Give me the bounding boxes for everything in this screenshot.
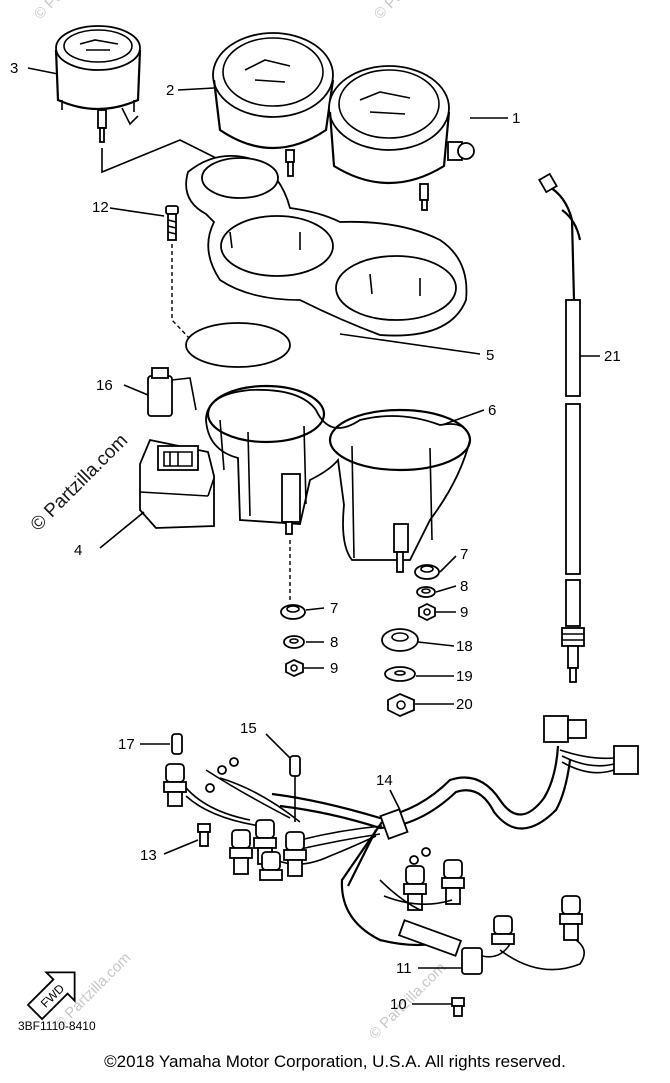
callout-6: 6 — [488, 402, 496, 419]
callout-13: 13 — [140, 847, 157, 864]
callout-15: 15 — [240, 720, 257, 737]
callout-11: 11 — [396, 960, 412, 977]
screw-12 — [165, 205, 179, 241]
gauge-medium — [212, 32, 335, 177]
callout-12: 12 — [92, 199, 109, 216]
control-unit-4 — [139, 438, 215, 529]
callout-labels: 3 2 1 12 5 21 16 6 4 7 8 9 7 8 9 18 19 2… — [10, 60, 621, 1013]
callout-8: 8 — [330, 634, 338, 651]
gauge-large — [328, 65, 475, 211]
faint-watermark: © Partzilla.com — [371, 0, 454, 23]
part-code: 3BF1110-8410 — [18, 1019, 96, 1033]
faint-watermark: © Partzilla.com — [31, 0, 114, 23]
socket-cluster-right — [379, 847, 465, 911]
callout-5: 5 — [486, 347, 494, 364]
socket-far-right — [491, 895, 585, 971]
connector-11 — [397, 919, 511, 975]
fastener-stack-left — [280, 540, 306, 677]
screw-10 — [451, 997, 465, 1017]
fastener-stack-right — [381, 564, 440, 717]
callout-4: 4 — [74, 542, 82, 559]
callout-1: 1 — [512, 110, 520, 127]
gauge-small — [54, 25, 142, 143]
callout-8: 8 — [460, 578, 468, 595]
speedometer-cable-21 — [538, 172, 585, 683]
callout-2: 2 — [166, 82, 174, 99]
callout-7: 7 — [460, 546, 468, 563]
socket-cluster-left — [229, 819, 307, 881]
callout-17: 17 — [118, 736, 135, 753]
wire-harness-14 — [179, 715, 639, 947]
callout-19: 19 — [456, 668, 473, 685]
callout-9: 9 — [460, 604, 468, 621]
bulb-17 — [171, 733, 183, 755]
callout-10: 10 — [390, 996, 407, 1013]
screw-13 — [197, 823, 211, 847]
watermark: © Partzilla.com — [27, 430, 132, 535]
callout-14: 14 — [376, 772, 393, 789]
socket-left — [163, 763, 187, 807]
callout-16: 16 — [96, 377, 113, 394]
callout-18: 18 — [456, 638, 473, 655]
callout-3: 3 — [10, 60, 18, 77]
connector-16 — [147, 367, 197, 417]
bulb-15 — [289, 755, 301, 822]
callout-9: 9 — [330, 660, 338, 677]
guide-line — [101, 139, 241, 174]
housing-main — [185, 322, 472, 573]
callout-leaders — [27, 67, 600, 1005]
copyright-footer: ©2018 Yamaha Motor Corporation, U.S.A. A… — [104, 1052, 566, 1071]
callout-21: 21 — [604, 348, 621, 365]
bracket-cover — [185, 155, 468, 337]
callout-20: 20 — [456, 696, 473, 713]
callout-7: 7 — [330, 600, 338, 617]
